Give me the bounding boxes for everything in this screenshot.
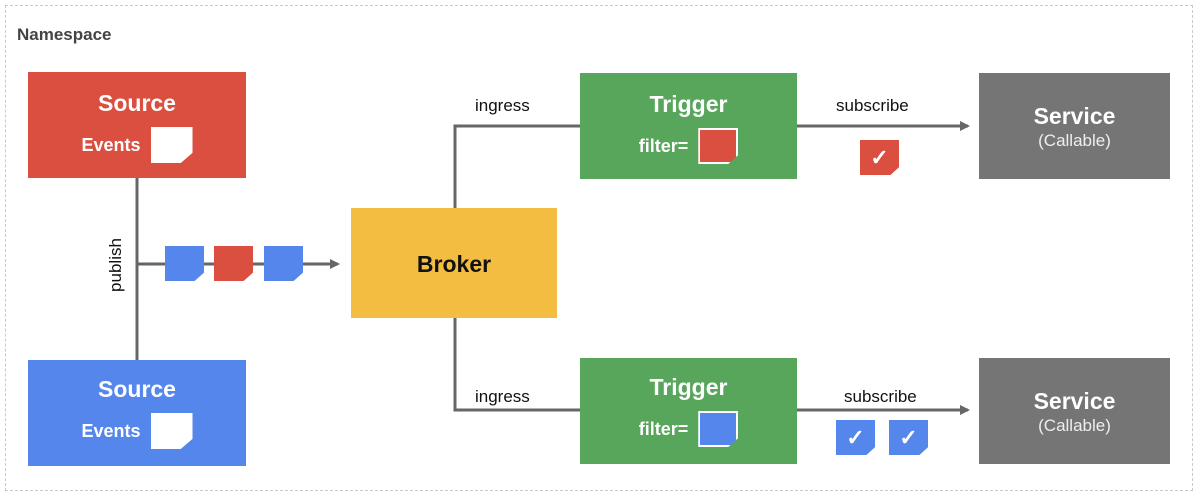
service-bottom-title: Service xyxy=(1033,388,1116,414)
ingress-bottom-line xyxy=(453,318,580,412)
service-top[interactable]: Service (Callable) xyxy=(979,73,1170,179)
event-doc-icon xyxy=(150,127,193,163)
publish-label: publish xyxy=(106,238,125,292)
ingress-top-label: ingress xyxy=(475,96,530,115)
trigger-top-filter-label: filter= xyxy=(638,135,689,156)
event-red-icon xyxy=(214,246,253,281)
trigger-bottom-filter-label: filter= xyxy=(638,418,689,439)
event-blue-icon xyxy=(264,246,303,281)
trigger-bottom[interactable]: Trigger filter= xyxy=(580,358,797,464)
delivered-blue-check-icon: ✓ xyxy=(889,420,928,455)
trigger-top[interactable]: Trigger filter= xyxy=(580,73,797,179)
source-blue-events-label: Events xyxy=(81,420,141,441)
broker[interactable]: Broker xyxy=(351,208,557,318)
event-doc-icon xyxy=(150,413,193,449)
delivered-red-check-icon: ✓ xyxy=(860,140,899,175)
service-top-title: Service xyxy=(1033,103,1116,129)
source-blue-title: Source xyxy=(98,376,176,402)
broker-title: Broker xyxy=(416,251,492,277)
namespace-label: Namespace xyxy=(17,25,112,44)
namespace-frame xyxy=(5,5,1193,491)
filter-red-icon xyxy=(698,128,739,164)
trigger-top-title: Trigger xyxy=(649,91,728,117)
event-blue-icon xyxy=(165,246,204,281)
ingress-top-line xyxy=(453,124,580,208)
service-bottom[interactable]: Service (Callable) xyxy=(979,358,1170,464)
service-bottom-subtitle: (Callable) xyxy=(1038,416,1111,435)
delivered-blue-check-icon: ✓ xyxy=(836,420,875,455)
source-red-events-label: Events xyxy=(81,134,141,155)
source-red[interactable]: Source Events xyxy=(28,72,246,178)
service-top-subtitle: (Callable) xyxy=(1038,131,1111,150)
ingress-bottom-label: ingress xyxy=(475,387,530,406)
source-red-title: Source xyxy=(98,90,176,116)
trigger-bottom-title: Trigger xyxy=(649,374,728,400)
filter-blue-icon xyxy=(698,411,739,447)
subscribe-bottom-label: subscribe xyxy=(844,387,917,406)
source-blue[interactable]: Source Events xyxy=(28,360,246,466)
subscribe-top-label: subscribe xyxy=(836,96,909,115)
